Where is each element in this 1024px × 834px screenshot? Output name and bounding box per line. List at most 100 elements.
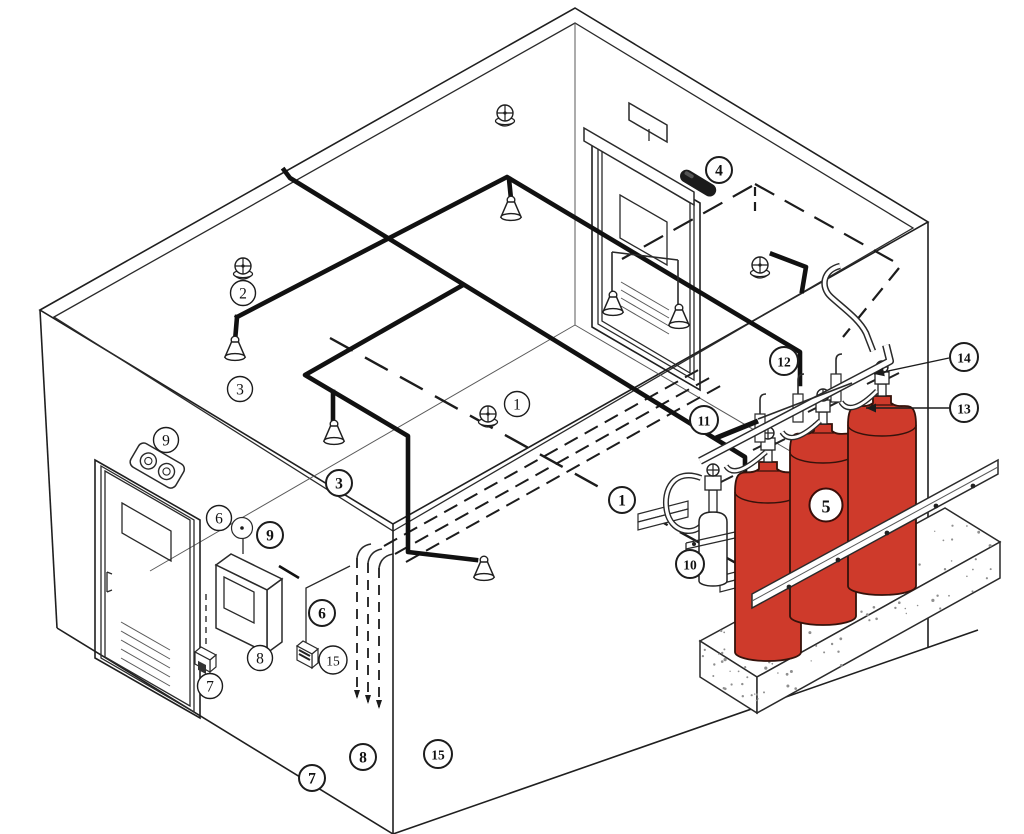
callout-number: 7 [206, 679, 214, 696]
callout-3: 3 [325, 469, 353, 497]
callout-2: 2 [229, 279, 257, 307]
callout-number: 12 [777, 355, 791, 370]
discharge-horn-icon [129, 442, 186, 489]
callout-number: 9 [162, 433, 170, 450]
callout-number: 3 [335, 476, 343, 493]
callout-5: 5 [808, 487, 844, 523]
abort-station-box [295, 565, 351, 670]
callout-number: 6 [318, 606, 326, 623]
callout-4: 4 [705, 156, 733, 184]
front-door-vent-grille [120, 621, 171, 687]
station-wire [305, 565, 351, 643]
door-header-bar [583, 126, 695, 207]
front-door-assembly [94, 442, 201, 720]
callout-8: 8 [246, 644, 274, 672]
gas-cylinder [847, 360, 917, 596]
pilot-cylinder-assembly [662, 463, 745, 587]
discharge-nozzle-icon [601, 290, 625, 317]
callout-number: 10 [683, 558, 697, 573]
callout-1: 1 [608, 486, 636, 514]
callout-number: 2 [239, 286, 247, 303]
room-structure [38, 7, 979, 834]
callout-10: 10 [675, 549, 705, 579]
flex-hose [780, 419, 821, 439]
manual-station-box [193, 646, 218, 674]
callout-number: 15 [431, 748, 445, 763]
wall-conduit-drops [354, 543, 394, 709]
callout-number: 1 [513, 397, 521, 414]
discharge-nozzles [223, 195, 691, 582]
callout-number: 8 [359, 750, 367, 767]
callout-14: 14 [949, 342, 979, 372]
callout-6: 6 [308, 599, 336, 627]
drop-branch-pipe [302, 281, 479, 563]
callout-number: 1 [618, 493, 626, 510]
pilot-manifold-rod [715, 418, 759, 441]
callout-1: 1 [503, 390, 531, 418]
cylinder-clamp [685, 529, 745, 554]
smoke-detector-icon [477, 405, 499, 428]
alarm-horn-icon [680, 169, 717, 197]
back-door-window [619, 193, 668, 267]
callout-number: 6 [215, 511, 223, 528]
callout-3: 3 [226, 375, 254, 403]
smoke-detector-icon [749, 256, 771, 279]
pilot-actuation-pipe [822, 264, 875, 352]
callout-9: 9 [152, 426, 180, 454]
callout-number: 14 [957, 351, 971, 366]
ceiling-inner-edge [52, 22, 915, 532]
callout-13: 13 [949, 393, 979, 423]
callout-8: 8 [349, 743, 377, 771]
riser-elbow-pipe [769, 251, 809, 294]
flex-hose [724, 450, 767, 473]
callout-number: 7 [308, 771, 316, 788]
thin-piping [611, 251, 877, 353]
callout-number: 13 [957, 402, 971, 417]
exit-sign [628, 101, 668, 144]
control-panel-assembly [205, 516, 300, 655]
discharge-nozzle-icon [223, 335, 247, 362]
pilot-loop-tube [664, 474, 703, 533]
discharge-nozzle-icon [322, 419, 346, 446]
flex-hoses [723, 389, 879, 474]
callout-15: 15 [318, 645, 348, 675]
flex-hose [839, 390, 878, 409]
callout-12: 12 [769, 346, 799, 376]
leader-arrow [866, 403, 949, 413]
front-door-frame [94, 458, 201, 720]
callout-number: 4 [715, 163, 723, 180]
door-handle [106, 571, 113, 593]
door-nozzle-pipe [611, 251, 679, 306]
pilot-cylinder [698, 463, 734, 587]
discharge-piping [232, 166, 809, 563]
front-door-window [121, 501, 172, 563]
dashed-zone-boundary [329, 183, 903, 570]
callout-7: 7 [196, 672, 224, 700]
manifold-pipe [698, 344, 893, 464]
back-door-assembly [583, 101, 717, 392]
leader-arrows [866, 357, 950, 413]
left-corner-edge [39, 309, 58, 629]
leader-arrow [873, 357, 950, 377]
ceiling-detectors [232, 104, 771, 428]
callout-number: 3 [236, 382, 244, 399]
callout-11: 11 [689, 405, 719, 435]
discharge-nozzle-icon [472, 555, 496, 582]
smoke-detector-icon [494, 104, 516, 127]
discharge-nozzle-icon [667, 303, 691, 330]
control-panel-window [223, 575, 255, 625]
back-door-vent-grille [620, 281, 670, 335]
hidden-conduit-runs [383, 368, 723, 563]
rack-bar [751, 458, 999, 610]
callout-6: 6 [205, 504, 233, 532]
callout-number: 9 [266, 528, 274, 545]
callout-9: 9 [256, 521, 284, 549]
callout-number: 8 [256, 651, 264, 668]
smoke-detector-icon [232, 257, 254, 280]
callout-number: 11 [698, 414, 711, 429]
callout-number: 15 [326, 654, 340, 669]
callout-7: 7 [298, 764, 326, 792]
main-header-pipe [233, 174, 803, 387]
